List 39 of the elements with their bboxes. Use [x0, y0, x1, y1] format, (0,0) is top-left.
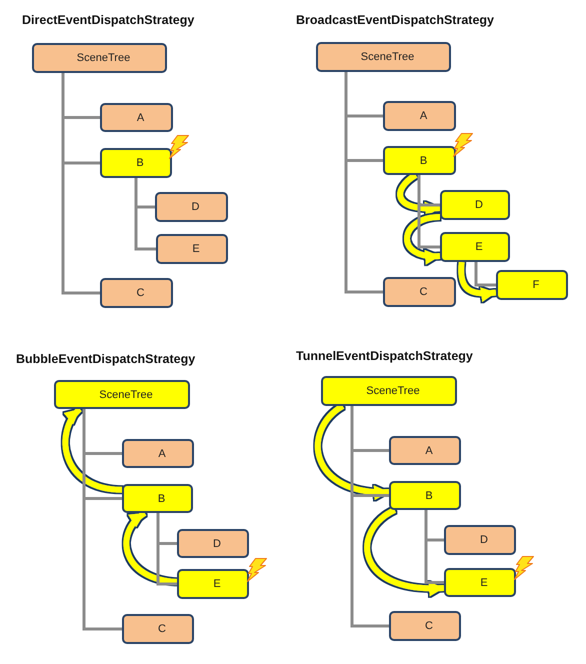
tree-node: F: [496, 270, 568, 300]
tree-node: C: [122, 614, 194, 644]
tree-node: A: [100, 103, 173, 132]
tree-connector: [474, 262, 496, 286]
tree-node: E: [177, 569, 249, 599]
tree-node: D: [440, 190, 510, 220]
panel-title: BroadcastEventDispatchStrategy: [296, 13, 494, 27]
dispatch-arrow: [404, 214, 440, 264]
tree-node: D: [177, 529, 249, 558]
tree-node: B: [383, 146, 456, 175]
dispatch-arrow: [315, 404, 390, 500]
panel-title: TunnelEventDispatchStrategy: [296, 349, 473, 363]
tree-node: D: [444, 525, 516, 555]
tree-connector: [344, 72, 383, 294]
tree-node: C: [383, 277, 456, 307]
dispatch-arrow: [364, 507, 444, 596]
tree-node: B: [122, 484, 193, 513]
tree-node: SceneTree: [54, 380, 190, 409]
tree-node: A: [122, 439, 194, 468]
tree-node: A: [389, 436, 461, 465]
tree-node: C: [100, 278, 173, 308]
dispatch-arrow: [124, 510, 178, 585]
tree-node: A: [383, 101, 456, 131]
panel-title: BubbleEventDispatchStrategy: [16, 352, 196, 366]
tree-connector: [82, 409, 122, 630]
tree-node: B: [100, 148, 172, 178]
dispatch-arrow: [458, 262, 496, 302]
tree-node: C: [389, 611, 461, 641]
tree-node: D: [155, 192, 228, 222]
tree-node: B: [389, 481, 461, 510]
tree-node: E: [156, 234, 228, 264]
dispatch-arrow: [397, 172, 440, 216]
tree-node: SceneTree: [316, 42, 451, 72]
tree-node: SceneTree: [321, 376, 457, 406]
tree-node: E: [444, 568, 516, 597]
panel-title: DirectEventDispatchStrategy: [22, 13, 194, 27]
tree-node: E: [440, 232, 510, 262]
dispatch-arrow: [62, 406, 122, 493]
tree-node: SceneTree: [32, 43, 167, 73]
